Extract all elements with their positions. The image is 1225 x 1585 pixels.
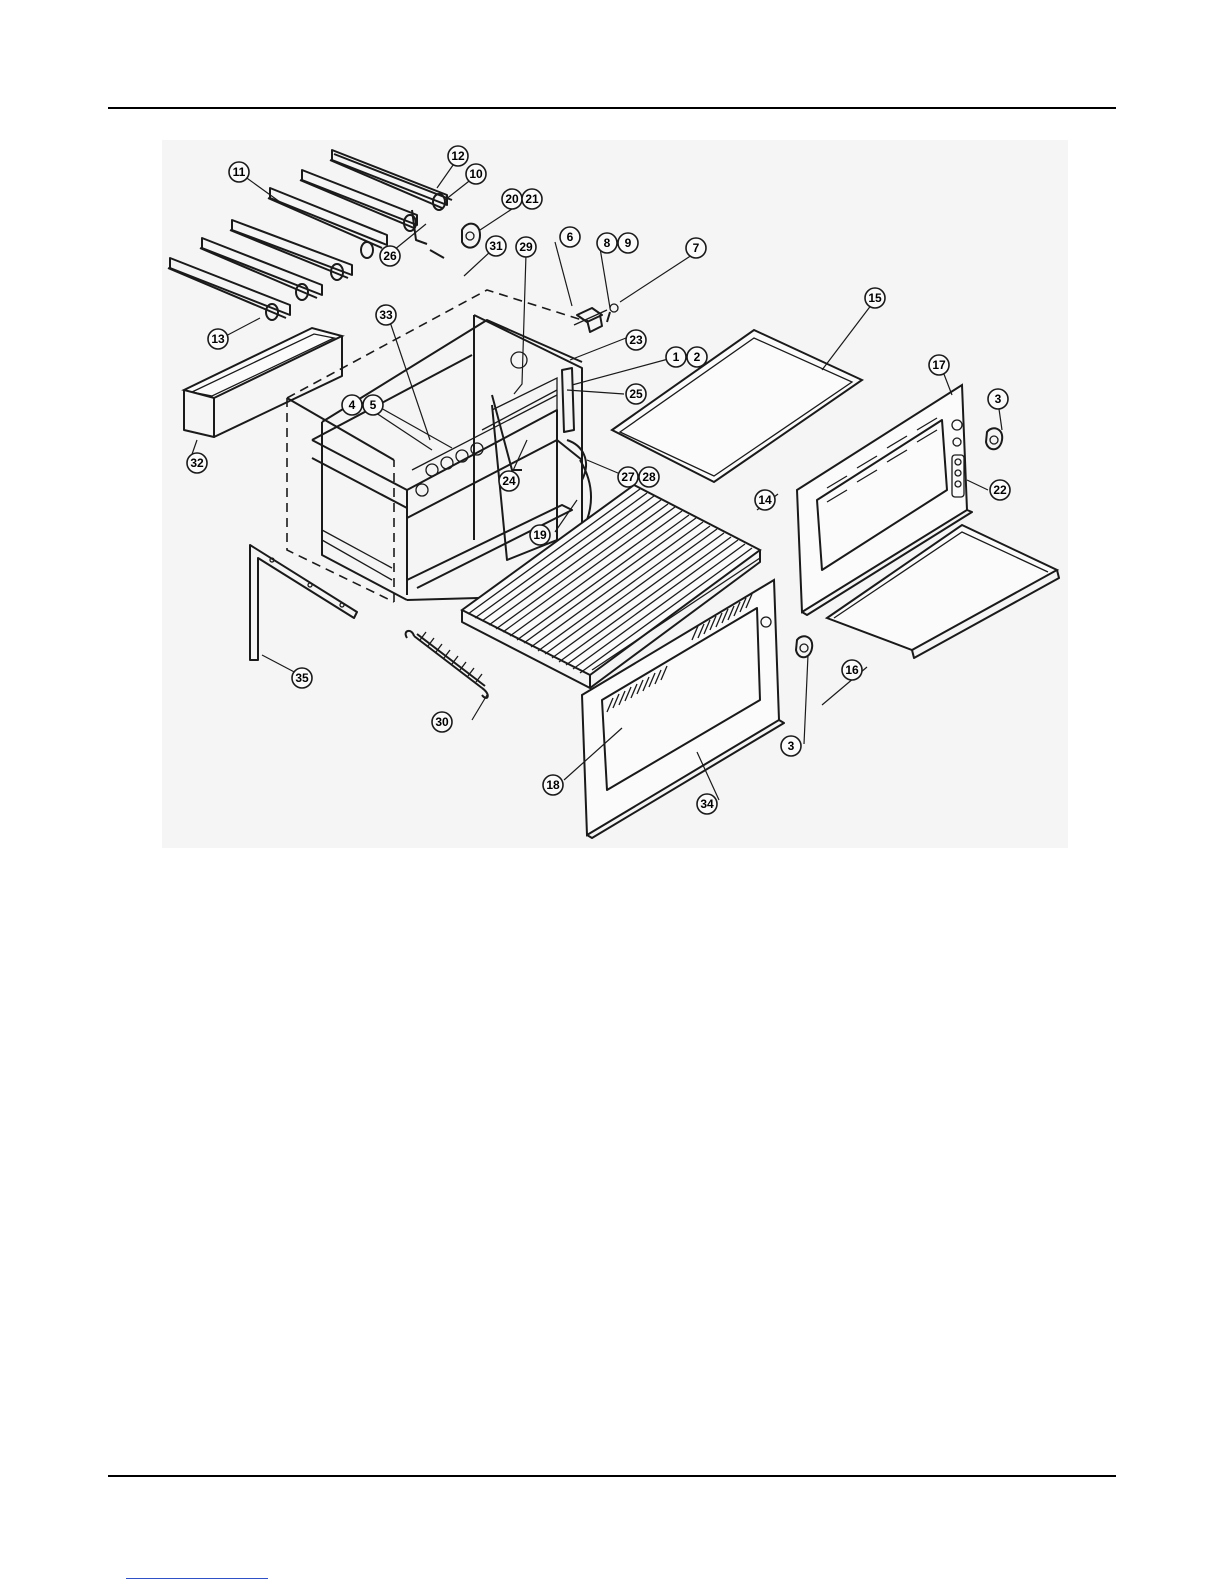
svg-text:11: 11	[233, 165, 246, 179]
callout-9: 9	[618, 233, 638, 253]
mounting-hardware	[574, 304, 618, 332]
svg-text:15: 15	[868, 291, 882, 305]
svg-text:28: 28	[642, 470, 656, 484]
svg-text:22: 22	[993, 483, 1007, 497]
callout-26: 26	[380, 246, 400, 266]
callout-17: 17	[929, 355, 949, 375]
svg-text:7: 7	[693, 241, 700, 255]
callout-13: 13	[208, 329, 228, 349]
svg-text:30: 30	[435, 715, 449, 729]
callout-12: 12	[448, 146, 468, 166]
footer-rule	[108, 1475, 1116, 1477]
svg-text:17: 17	[932, 358, 946, 372]
svg-text:6: 6	[567, 230, 574, 244]
svg-text:8: 8	[604, 236, 611, 250]
callout-3-lower: 3	[781, 736, 801, 756]
callout-30: 30	[432, 712, 452, 732]
callout-16: 16	[842, 660, 862, 680]
svg-text:19: 19	[533, 528, 547, 542]
callout-23: 23	[626, 330, 646, 350]
svg-text:4: 4	[349, 398, 356, 412]
svg-text:1: 1	[673, 350, 680, 364]
svg-text:21: 21	[525, 192, 539, 206]
svg-text:25: 25	[629, 387, 643, 401]
svg-text:18: 18	[546, 778, 560, 792]
callout-3-upper: 3	[988, 389, 1008, 409]
svg-text:23: 23	[629, 333, 643, 347]
callout-22: 22	[990, 480, 1010, 500]
svg-text:13: 13	[211, 332, 225, 346]
burner-assembly	[168, 150, 452, 320]
svg-text:10: 10	[469, 167, 483, 181]
exploded-parts-diagram: 12 10 11 20 21 26 6 8 9 7 31 29 15 13 33…	[162, 140, 1068, 848]
svg-text:9: 9	[625, 236, 632, 250]
callout-34: 34	[697, 794, 717, 814]
header-rule	[108, 107, 1116, 109]
callout-14: 14	[755, 490, 775, 510]
callout-20: 20	[502, 189, 522, 209]
svg-text:29: 29	[519, 240, 533, 254]
callout-5: 5	[363, 395, 383, 415]
svg-text:24: 24	[502, 474, 516, 488]
callout-31: 31	[486, 236, 506, 256]
top-panel	[612, 330, 862, 482]
callout-25: 25	[626, 384, 646, 404]
callout-11: 11	[229, 162, 249, 182]
svg-text:12: 12	[451, 149, 465, 163]
callout-18: 18	[543, 775, 563, 795]
callout-8: 8	[597, 233, 617, 253]
callout-33: 33	[376, 305, 396, 325]
tension-spring	[406, 631, 488, 698]
svg-text:32: 32	[190, 456, 204, 470]
svg-text:33: 33	[379, 308, 393, 322]
callout-28: 28	[639, 467, 659, 487]
drip-tray	[184, 328, 342, 437]
callout-32: 32	[187, 453, 207, 473]
svg-text:35: 35	[295, 671, 309, 685]
svg-text:34: 34	[700, 797, 714, 811]
side-bracket	[250, 545, 357, 660]
svg-text:14: 14	[758, 493, 772, 507]
svg-text:16: 16	[845, 663, 859, 677]
callout-15: 15	[865, 288, 885, 308]
svg-text:3: 3	[788, 739, 795, 753]
callout-1: 1	[666, 347, 686, 367]
callout-10: 10	[466, 164, 486, 184]
callout-29: 29	[516, 237, 536, 257]
svg-text:26: 26	[383, 249, 397, 263]
callout-2: 2	[687, 347, 707, 367]
svg-text:3: 3	[995, 392, 1002, 406]
callout-27: 27	[618, 467, 638, 487]
callout-35: 35	[292, 668, 312, 688]
callout-7: 7	[686, 238, 706, 258]
footer-link-underline[interactable]	[126, 1578, 268, 1579]
callout-6: 6	[560, 227, 580, 247]
svg-text:27: 27	[621, 470, 635, 484]
svg-text:31: 31	[489, 239, 503, 253]
callout-24: 24	[499, 471, 519, 491]
svg-text:20: 20	[505, 192, 519, 206]
callout-4: 4	[342, 395, 362, 415]
svg-text:2: 2	[694, 350, 701, 364]
svg-text:5: 5	[370, 398, 377, 412]
callout-21: 21	[522, 189, 542, 209]
callout-19: 19	[530, 525, 550, 545]
